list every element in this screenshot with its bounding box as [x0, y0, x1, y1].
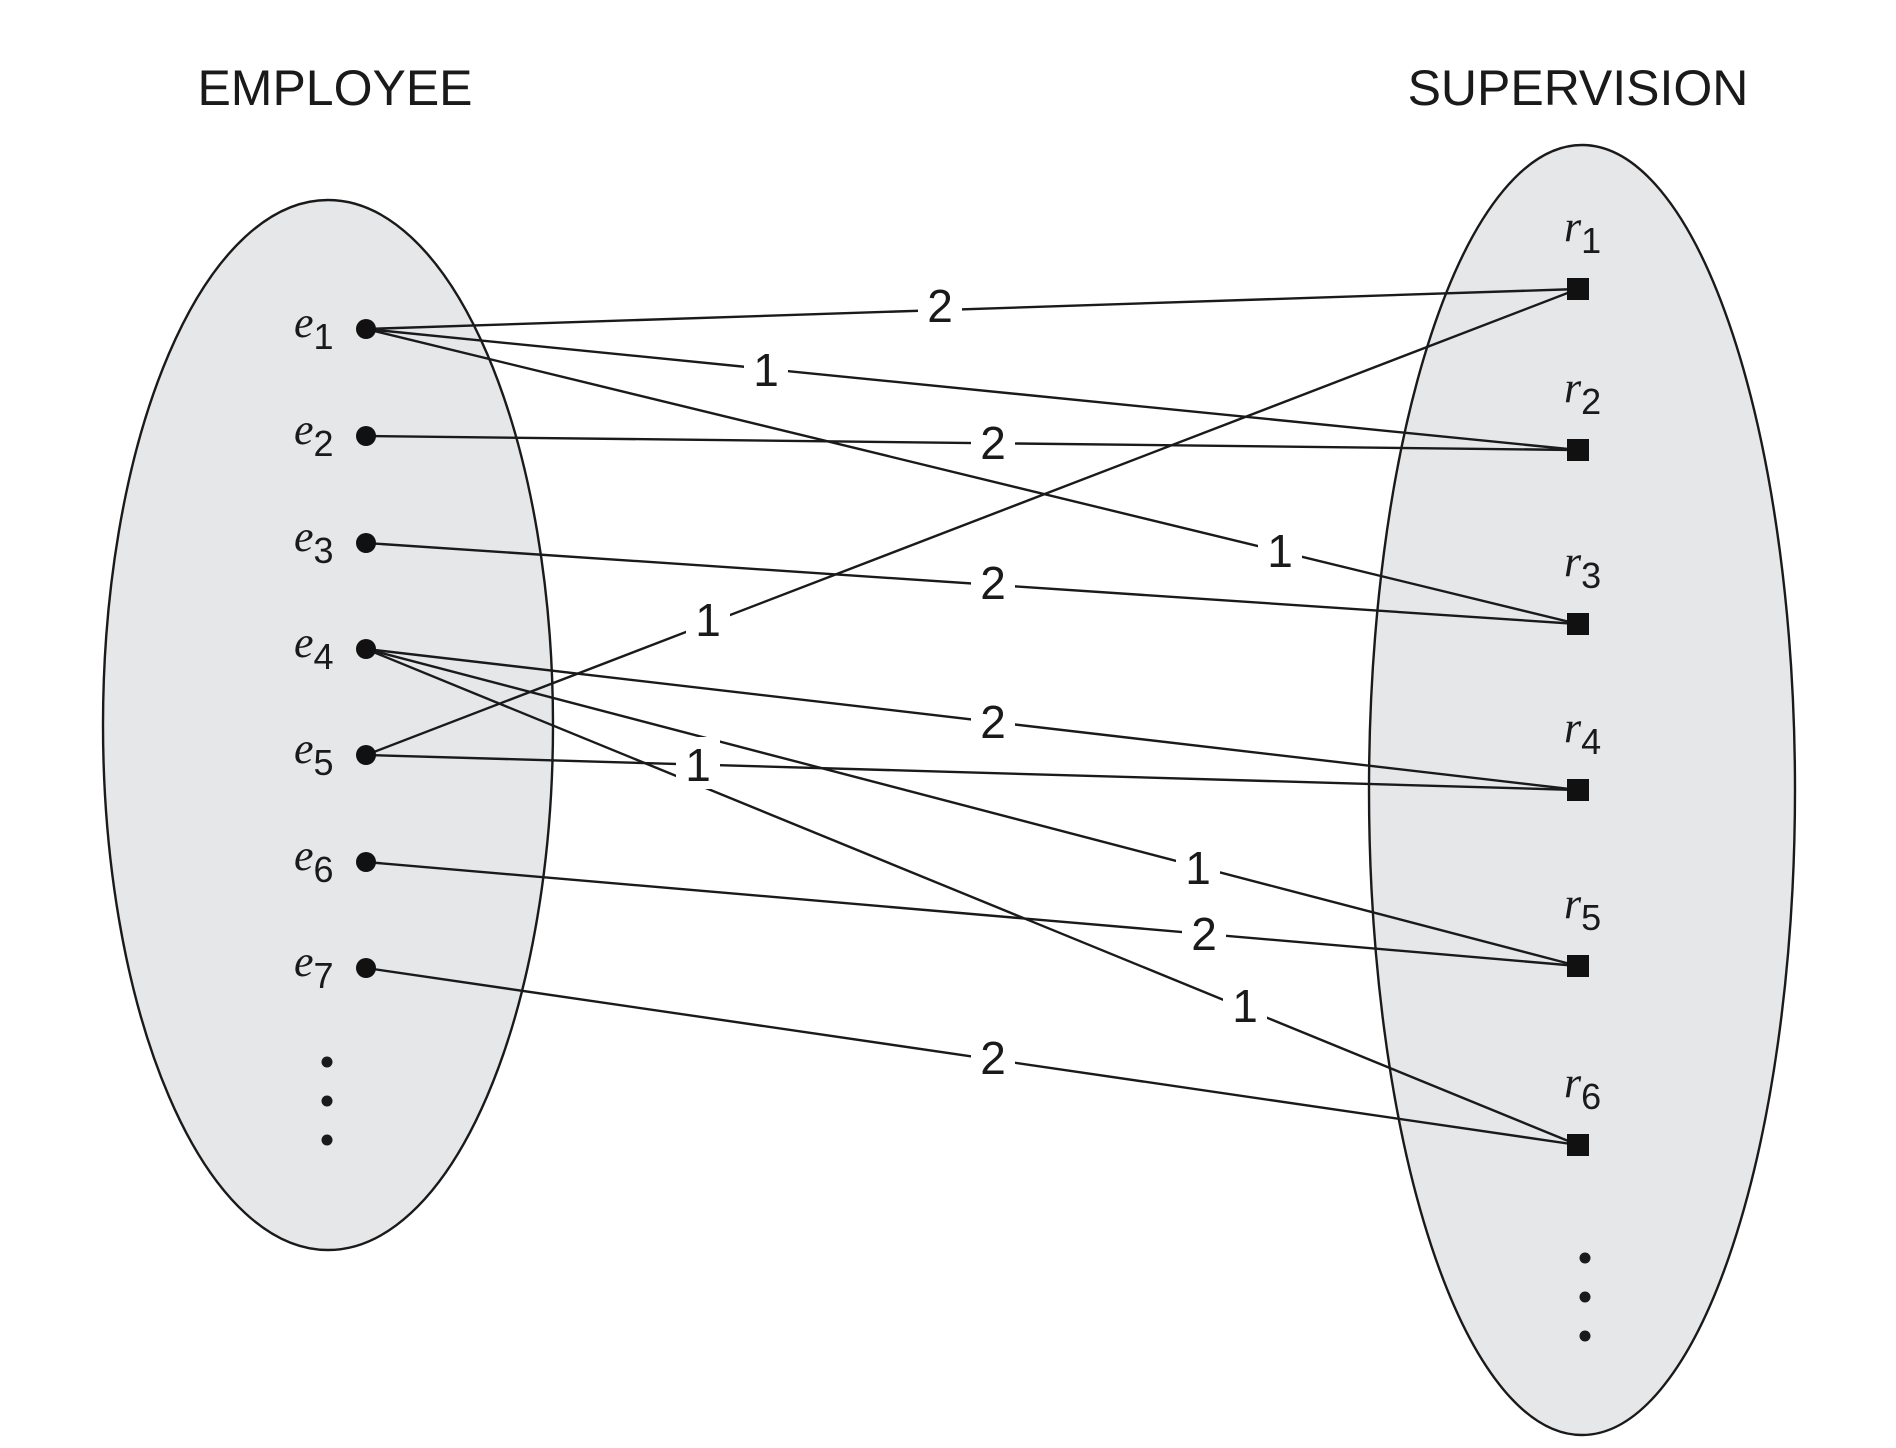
employee-label-sub: 6	[314, 849, 334, 890]
relationship-label-r3: r3	[1564, 537, 1601, 596]
edge-role-label-e7-r6: 2	[980, 1032, 1006, 1084]
relationship-node-r1	[1567, 278, 1589, 300]
employee-label-e3: e3	[294, 512, 334, 571]
edge-label-bg-e1-r3	[1258, 523, 1302, 575]
edge-e5-r1	[365, 287, 1579, 757]
relationship-label-r1: r1	[1564, 202, 1601, 261]
employee-label-sub: 1	[314, 316, 334, 357]
relationship-label-sub: 2	[1581, 381, 1601, 422]
employee-label-e7: e7	[294, 937, 334, 996]
edge-role-label-e4-r4: 2	[980, 696, 1006, 748]
relationship-label-sub: 6	[1581, 1076, 1601, 1117]
edge-label-bg-e1-r2	[744, 342, 788, 394]
employee-node-e3	[356, 533, 376, 553]
employee-label-sub: 2	[314, 423, 334, 464]
relationship-label-name: r	[1564, 1058, 1582, 1107]
edge-label-bg-e2-r2	[971, 415, 1015, 467]
employee-label-e5: e5	[294, 724, 334, 783]
employee-label-sub: 3	[314, 530, 334, 571]
employee-label-e6: e6	[294, 831, 334, 890]
employee-label-sub: 7	[314, 955, 334, 996]
edge-label-bg-e4-r4	[971, 694, 1015, 746]
edge-role-label-e5-r1: 1	[695, 594, 721, 646]
relationship-label-sub: 5	[1581, 897, 1601, 938]
relationship-node-r6	[1567, 1134, 1589, 1156]
edge-role-label-e5-r4: 1	[685, 739, 711, 791]
employee-label-sub: 5	[314, 742, 334, 783]
edge-label-bg-e5-r4	[676, 737, 720, 789]
relationship-label-sub: 1	[1581, 220, 1601, 261]
edge-role-label-e1-r3: 1	[1267, 525, 1293, 577]
employee-label-name: e	[294, 512, 314, 561]
edge-role-label-e4-r6: 1	[1232, 980, 1258, 1032]
employee-label-e2: e2	[294, 405, 334, 464]
relationship-node-r5	[1567, 955, 1589, 977]
edge-role-label-e1-r2: 1	[753, 344, 779, 396]
relationship-label-r2: r2	[1564, 363, 1601, 422]
employee-label-name: e	[294, 937, 314, 986]
employee-label-e4: e4	[294, 618, 334, 677]
relationship-label-name: r	[1564, 202, 1582, 251]
relationship-label-name: r	[1564, 363, 1582, 412]
relationship-node-r3	[1567, 613, 1589, 635]
employee-node-e4	[356, 639, 376, 659]
relationship-label-name: r	[1564, 703, 1582, 752]
edge-label-bg-e3-r3	[971, 555, 1015, 607]
supervision-set-title: SUPERVISION	[1408, 60, 1749, 116]
relationship-label-r5: r5	[1564, 879, 1601, 938]
employee-label-sub: 4	[314, 636, 334, 677]
employee-label-name: e	[294, 405, 314, 454]
relationship-label-name: r	[1564, 879, 1582, 928]
edge-e6-r5	[365, 860, 1579, 968]
edge-label-bg-e4-r5	[1176, 840, 1220, 892]
edge-e4-r6	[365, 647, 1579, 1147]
edge-e1-r2	[365, 327, 1579, 452]
relationship-node-r4	[1567, 779, 1589, 801]
edge-role-label-e3-r3: 2	[980, 557, 1006, 609]
employee-continuation-dots	[321, 1056, 333, 1146]
edge-e1-r1	[365, 287, 1579, 331]
employee-node-e5	[356, 745, 376, 765]
supervision-continuation-dots	[1579, 1252, 1591, 1342]
employee-node-e2	[356, 426, 376, 446]
edge-label-bg-e7-r6	[971, 1030, 1015, 1082]
employee-label-name: e	[294, 298, 314, 347]
edge-role-label-e1-r1: 2	[927, 280, 953, 332]
employee-node-e6	[356, 852, 376, 872]
employee-label-name: e	[294, 724, 314, 773]
employee-label-e1: e1	[294, 298, 334, 357]
employee-set-title: EMPLOYEE	[197, 60, 472, 116]
employee-node-e7	[356, 958, 376, 978]
edge-role-label-e2-r2: 2	[980, 417, 1006, 469]
employee-label-name: e	[294, 831, 314, 880]
edge-label-bg-e5-r1	[686, 592, 730, 644]
employee-label-name: e	[294, 618, 314, 667]
edge-e1-r3	[365, 327, 1579, 626]
edge-label-bg-e4-r6	[1223, 978, 1267, 1030]
relationship-label-sub: 4	[1581, 721, 1601, 762]
relationship-label-r6: r6	[1564, 1058, 1601, 1117]
relationship-label-r4: r4	[1564, 703, 1601, 762]
edge-e4-r5	[365, 647, 1579, 968]
edge-label-bg-e6-r5	[1182, 906, 1226, 958]
employee-node-e1	[356, 319, 376, 339]
relationship-label-name: r	[1564, 537, 1582, 586]
edge-label-bg-e1-r1	[918, 278, 962, 330]
edge-e5-r4	[365, 753, 1579, 792]
edge-role-label-e6-r5: 2	[1191, 908, 1217, 960]
edge-role-label-e4-r5: 1	[1185, 842, 1211, 894]
relationship-label-sub: 3	[1581, 555, 1601, 596]
relationship-node-r2	[1567, 439, 1589, 461]
